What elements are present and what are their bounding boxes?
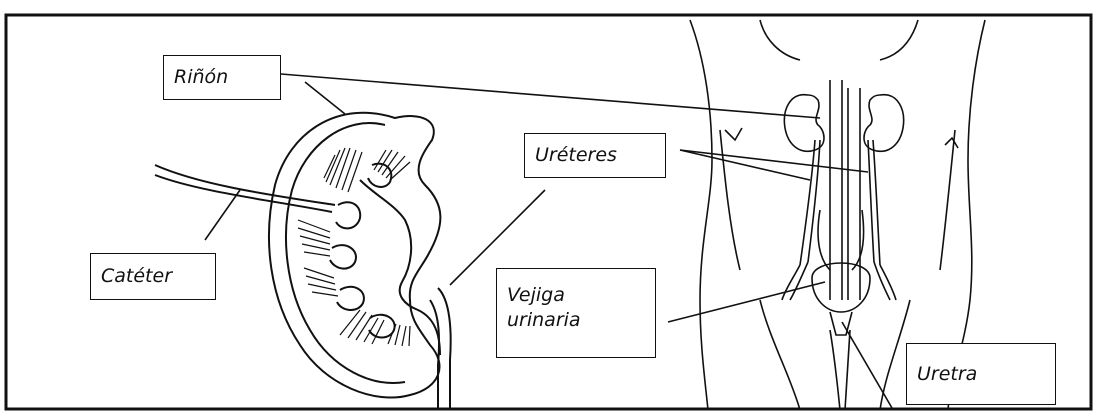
- label-vejiga-line2: urinaria: [507, 308, 581, 333]
- label-ureteres: Uréteres: [524, 133, 666, 178]
- label-rinon: Riñón: [163, 55, 281, 100]
- pyramid-3: [298, 220, 330, 256]
- leader-vejiga-body: [668, 282, 825, 322]
- label-cateter: Catéter: [90, 253, 216, 300]
- leader-ureteres-2: [680, 150, 868, 172]
- urinary-organs: [782, 80, 904, 335]
- renal-pyramids: [298, 148, 410, 346]
- label-vejiga-urinaria: Vejiga urinaria: [496, 268, 656, 358]
- leader-rinon-kidney: [305, 82, 345, 114]
- label-cateter-text: Catéter: [101, 264, 172, 289]
- leader-cateter: [205, 190, 240, 240]
- leader-rinon-body: [281, 74, 820, 118]
- leader-ureteres-1: [680, 150, 810, 180]
- label-ureteres-text: Uréteres: [535, 143, 617, 168]
- label-uretra: Uretra: [906, 343, 1056, 405]
- label-rinon-text: Riñón: [174, 65, 228, 90]
- pyramid-4: [304, 268, 338, 296]
- leader-uretra: [842, 322, 892, 408]
- label-uretra-text: Uretra: [917, 362, 977, 387]
- pyramid-1: [324, 148, 362, 192]
- pyramid-6: [388, 324, 410, 346]
- label-vejiga-line1: Vejiga: [507, 283, 581, 308]
